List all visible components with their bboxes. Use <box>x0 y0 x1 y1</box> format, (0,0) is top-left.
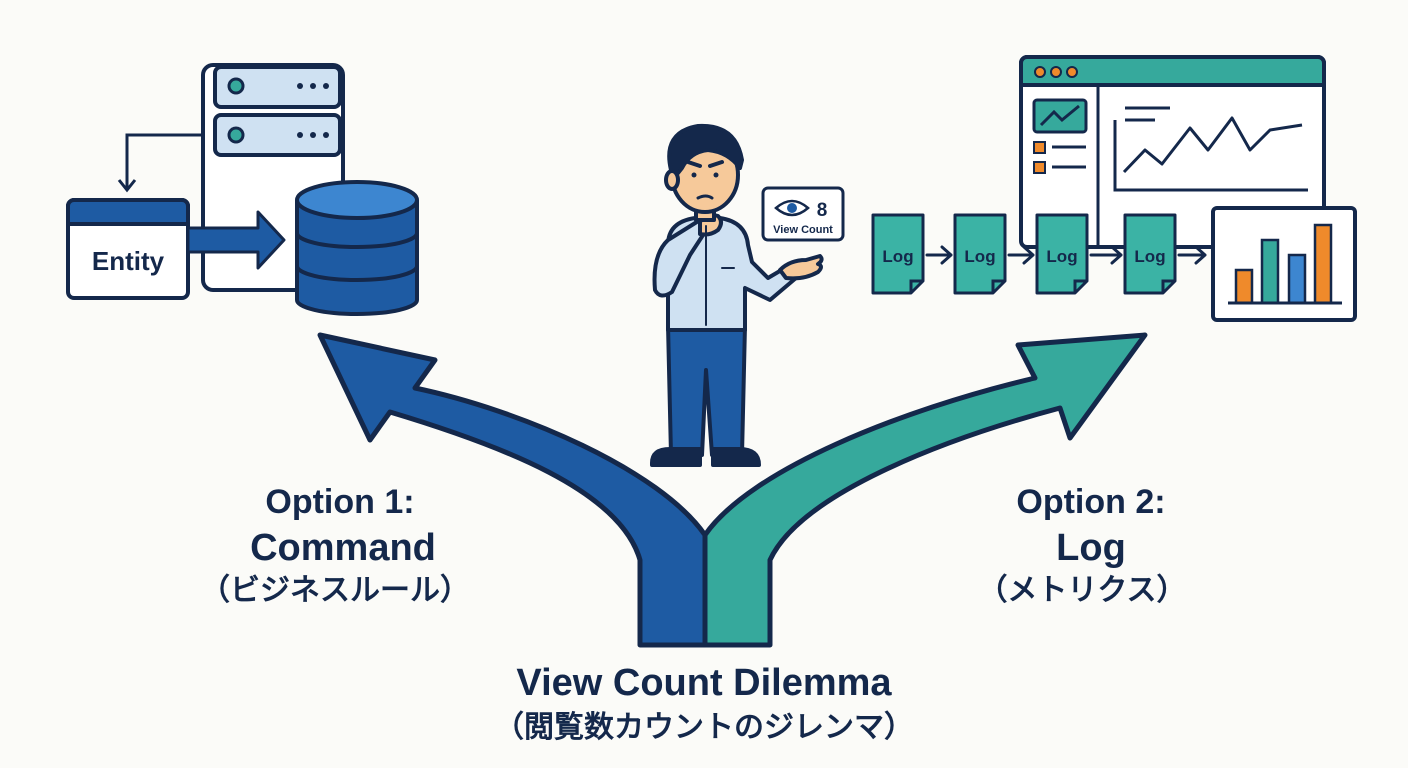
left-branch-arrow <box>317 332 708 648</box>
feedback-arrow <box>117 133 203 193</box>
option-2-title: Option 2: <box>1016 483 1165 521</box>
log-file-icon: Log <box>953 213 1007 295</box>
badge-label: View Count <box>773 224 833 236</box>
log-flow-arrow <box>1089 245 1123 265</box>
option-2-name: Log <box>1056 527 1126 569</box>
option-2-subtitle: （メトリクス） <box>977 573 1186 607</box>
main-subtitle: （閲覧数カウントのジレンマ） <box>494 710 914 744</box>
log-label: Log <box>882 247 913 266</box>
log-file-icon: Log <box>1035 213 1089 295</box>
log-flow-arrow <box>925 245 953 265</box>
log-flow-arrow <box>1007 245 1035 265</box>
option-1-subtitle: （ビジネスルール） <box>200 573 470 607</box>
badge-count: 8 <box>817 200 828 221</box>
option-2-label: Option 2: Log （メトリクス） <box>977 483 1186 607</box>
option-1-name: Command <box>250 527 436 569</box>
option-1-title: Option 1: <box>265 483 414 521</box>
main-title: View Count Dilemma <box>516 662 892 704</box>
view-count-badge: 8 View Count <box>761 186 845 242</box>
entity-label: Entity <box>92 246 165 276</box>
bar-chart-icon <box>1211 206 1357 322</box>
thinking-person-icon <box>650 123 824 467</box>
log-file-icon: Log <box>1123 213 1177 295</box>
right-branch-arrow <box>702 332 1148 648</box>
log-file-icon: Log <box>871 213 925 295</box>
log-label: Log <box>1046 247 1077 266</box>
main-title-group: View Count Dilemma （閲覧数カウントのジレンマ） <box>494 662 914 744</box>
log-flow-arrow <box>1177 245 1207 265</box>
dashboard-window-icon <box>1019 55 1326 249</box>
option-1-label: Option 1: Command （ビジネスルール） <box>200 483 470 607</box>
entity-to-db-arrow <box>186 210 286 270</box>
entity-card-icon: Entity <box>66 198 190 300</box>
log-label: Log <box>964 247 995 266</box>
log-pipeline: Log Log Log Log <box>871 213 1207 295</box>
log-label: Log <box>1134 247 1165 266</box>
eye-icon <box>774 199 810 217</box>
fork-arrows <box>317 332 1148 648</box>
database-icon <box>295 180 419 316</box>
